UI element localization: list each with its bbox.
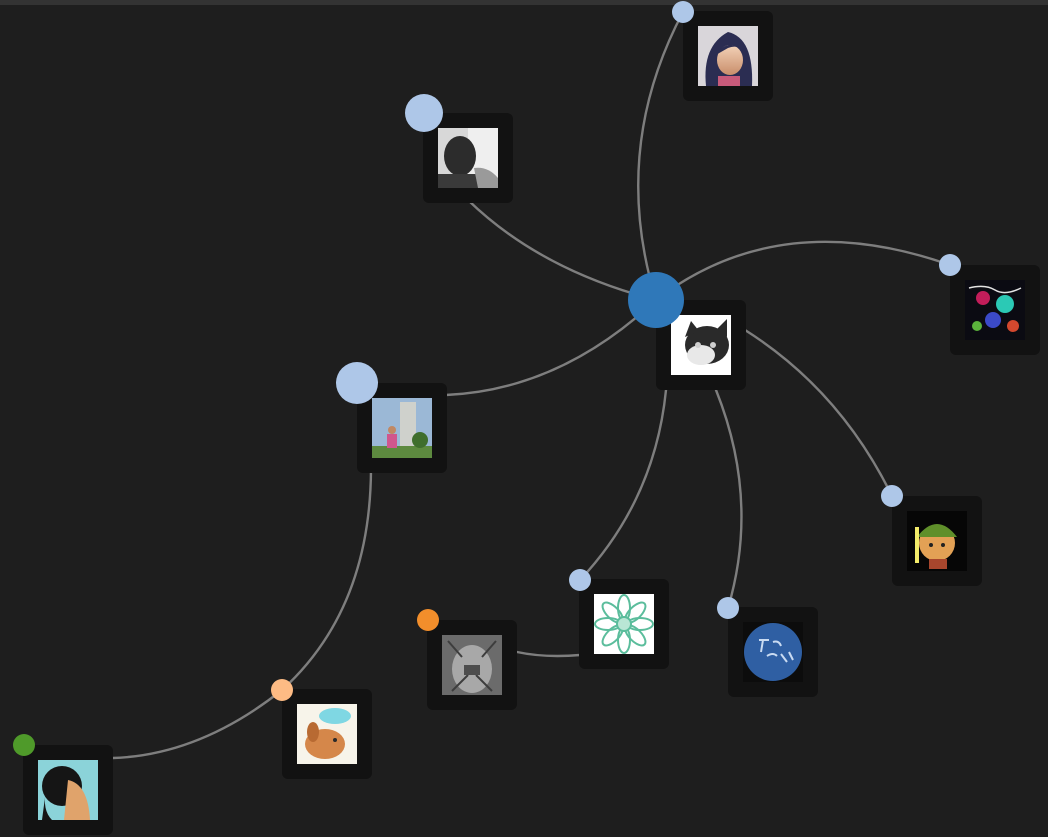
avatar-green-hero [907,511,967,571]
node-dot-n6[interactable] [569,569,591,591]
node-n2[interactable] [423,113,513,203]
node-dot-n5[interactable] [881,485,903,507]
node-n8[interactable] [427,620,517,710]
edge-hub-n1 [637,10,685,302]
node-n5[interactable] [892,496,982,586]
node-n3[interactable] [950,265,1040,355]
node-dot-n1[interactable] [672,1,694,23]
avatar-person-by-tower [372,398,432,458]
edge-hub-n4 [444,298,658,397]
node-dot-n10[interactable] [13,734,35,756]
edge-hub-n2 [466,198,658,302]
top-border [0,0,1048,5]
avatar-grey-sketch [442,635,502,695]
avatar-colorful-abstract [965,280,1025,340]
node-dot-n2[interactable] [405,94,443,132]
node-dot-n7[interactable] [717,597,739,619]
edge-hub-n3 [654,240,952,302]
node-n10[interactable] [23,745,113,835]
edge-hub-n5 [743,328,894,498]
avatar-hair-silhouette [38,760,98,820]
node-dot-n9[interactable] [271,679,293,701]
edges-layer [111,10,952,760]
avatar-mandala [594,594,654,654]
edge-n6-n8 [515,650,582,658]
edge-hub-n7 [714,388,743,610]
edge-n9-n10 [111,688,284,760]
node-dot-hub[interactable] [628,272,684,328]
node-hub[interactable] [656,300,746,390]
node-dot-n3[interactable] [939,254,961,276]
avatar-anime-girl [698,26,758,86]
avatar-man-portrait [438,128,498,188]
node-n4[interactable] [357,383,447,473]
avatar-cat [671,315,731,375]
avatar-blue-button [743,622,803,682]
avatar-cartoon-dog [297,704,357,764]
node-n6[interactable] [579,579,669,669]
edge-hub-n6 [578,388,668,582]
node-dot-n8[interactable] [417,609,439,631]
node-n1[interactable] [683,11,773,101]
node-n9[interactable] [282,689,372,779]
node-n7[interactable] [728,607,818,697]
edge-n4-n9 [280,468,373,692]
nodes-layer [13,1,1040,835]
node-dot-n4[interactable] [336,362,378,404]
